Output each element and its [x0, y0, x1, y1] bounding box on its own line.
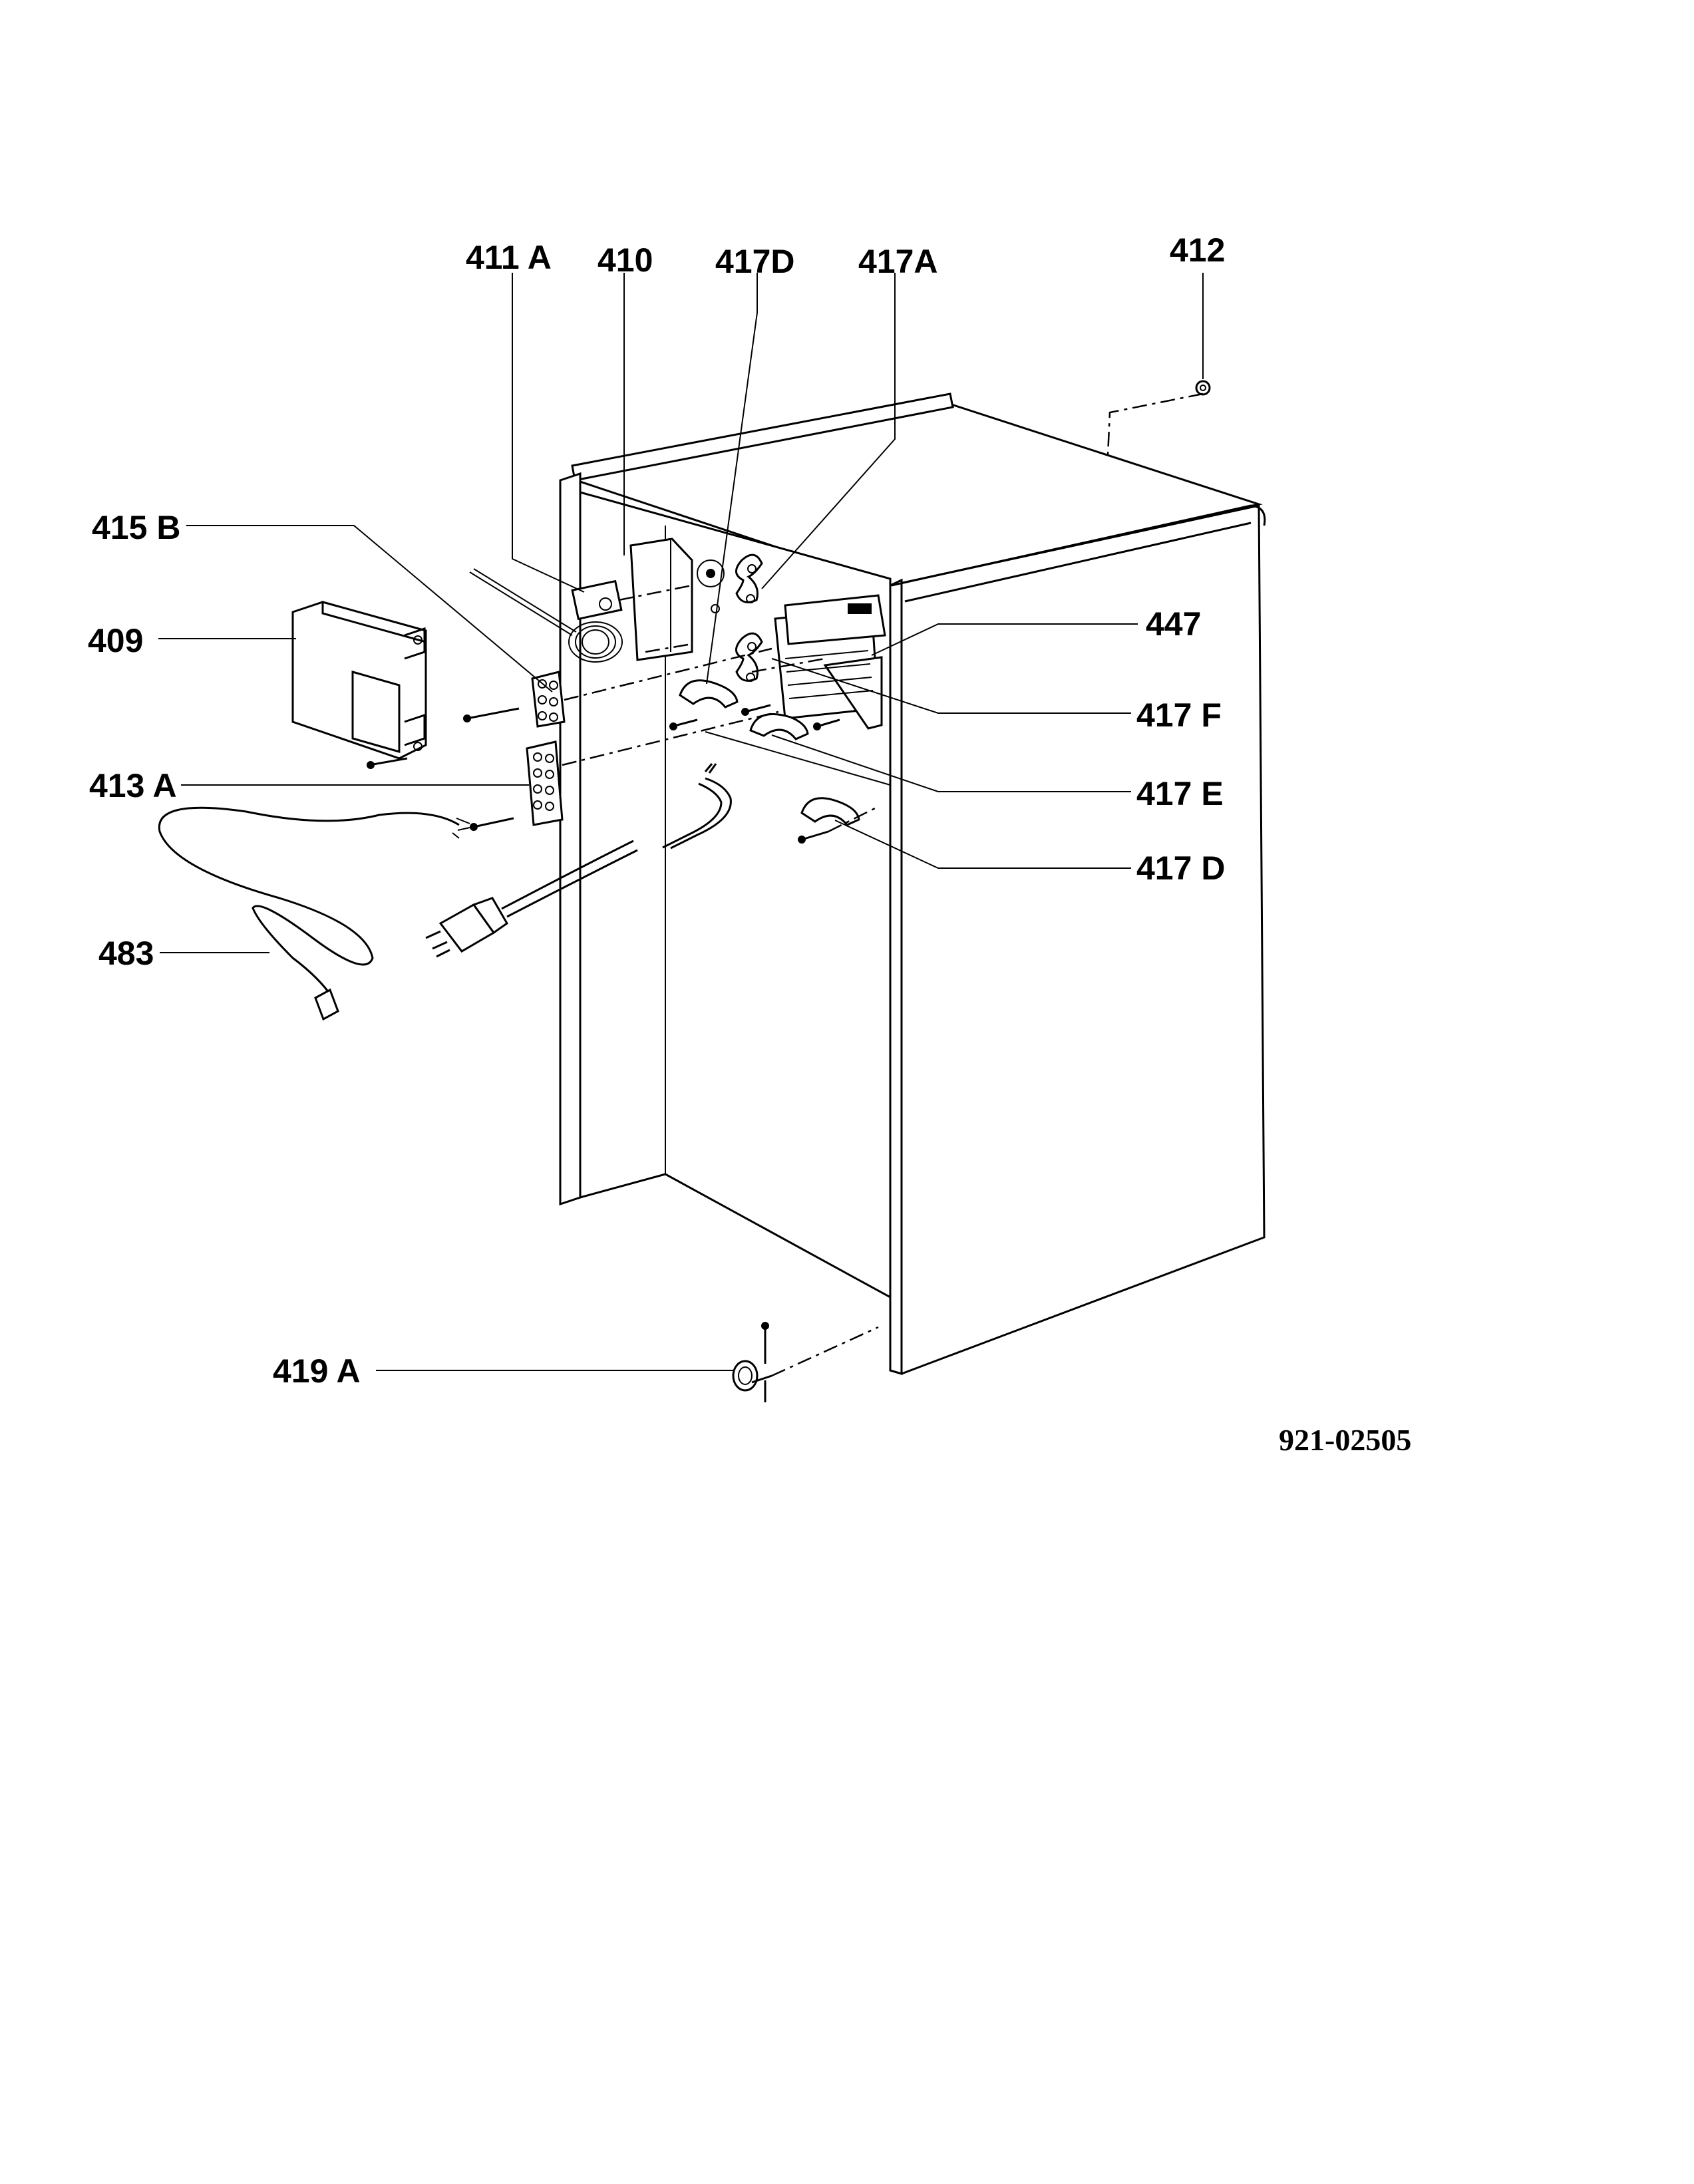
clip-417a [735, 553, 763, 682]
sensor-411a [469, 568, 623, 663]
sensor-wire-483 [158, 806, 470, 1021]
label-410: 410 [597, 241, 653, 279]
power-cord [425, 763, 732, 958]
terminal-block-413a [470, 740, 564, 831]
transformer-447 [774, 594, 886, 730]
label-419a: 419 A [273, 1352, 361, 1390]
label-447: 447 [1146, 605, 1201, 643]
label-411a: 411 A [466, 239, 552, 276]
label-409: 409 [88, 622, 143, 659]
label-417f: 417 F [1136, 697, 1222, 734]
clamp-417d-upper [679, 679, 739, 708]
clamp-417d-lower [800, 797, 860, 826]
label-417a: 417A [858, 243, 938, 280]
label-483: 483 [98, 935, 154, 972]
screw-412 [1195, 380, 1211, 396]
label-413a: 413 A [89, 767, 177, 804]
assembly-lines [562, 392, 1204, 1377]
terminal-block-415b [367, 671, 566, 769]
leader-lines [158, 273, 1204, 1371]
cover-409 [291, 601, 427, 760]
label-417d-top: 417D [715, 243, 795, 280]
label-415b: 415 B [92, 509, 180, 546]
label-417e: 417 E [1136, 775, 1224, 812]
document-number: 921-02505 [1279, 1423, 1411, 1457]
label-412: 412 [1170, 232, 1225, 269]
label-417d: 417 D [1136, 850, 1225, 887]
cable-clamp-419a [732, 1322, 772, 1402]
screws [669, 704, 840, 844]
bracket-plate-410 [629, 538, 725, 661]
